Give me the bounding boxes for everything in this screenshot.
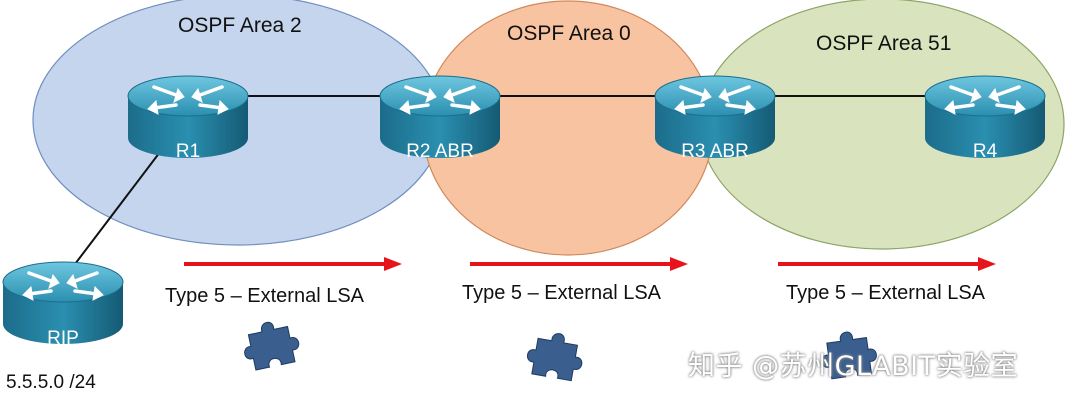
arrowhead-2-icon	[670, 257, 688, 271]
watermark: 知乎 @苏州GLABIT实验室	[688, 351, 1019, 382]
router-r4-label: R4	[973, 141, 998, 162]
area-0-label: OSPF Area 0	[507, 22, 631, 45]
puzzle-piece-1-icon	[238, 316, 303, 373]
lsa-label-3: Type 5 – External LSA	[786, 282, 986, 304]
router-rip-label: RIP	[47, 328, 79, 349]
router-r2-label: R2 ABR	[406, 141, 474, 162]
puzzle-piece-2-icon	[523, 328, 587, 383]
link-r1-rip	[71, 151, 161, 269]
arrowhead-3-icon	[978, 257, 996, 271]
area-51-label: OSPF Area 51	[816, 32, 952, 55]
links	[71, 95, 925, 269]
lsa-arrows	[184, 257, 996, 271]
lsa-label-2: Type 5 – External LSA	[462, 282, 662, 304]
router-r1-label: R1	[176, 141, 200, 162]
arrowhead-1-icon	[384, 257, 402, 271]
network-label: 5.5.5.0 /24	[6, 372, 96, 393]
router-r3-label: R3 ABR	[681, 141, 749, 162]
lsa-label-1: Type 5 – External LSA	[165, 285, 365, 307]
area-2-label: OSPF Area 2	[178, 14, 302, 37]
